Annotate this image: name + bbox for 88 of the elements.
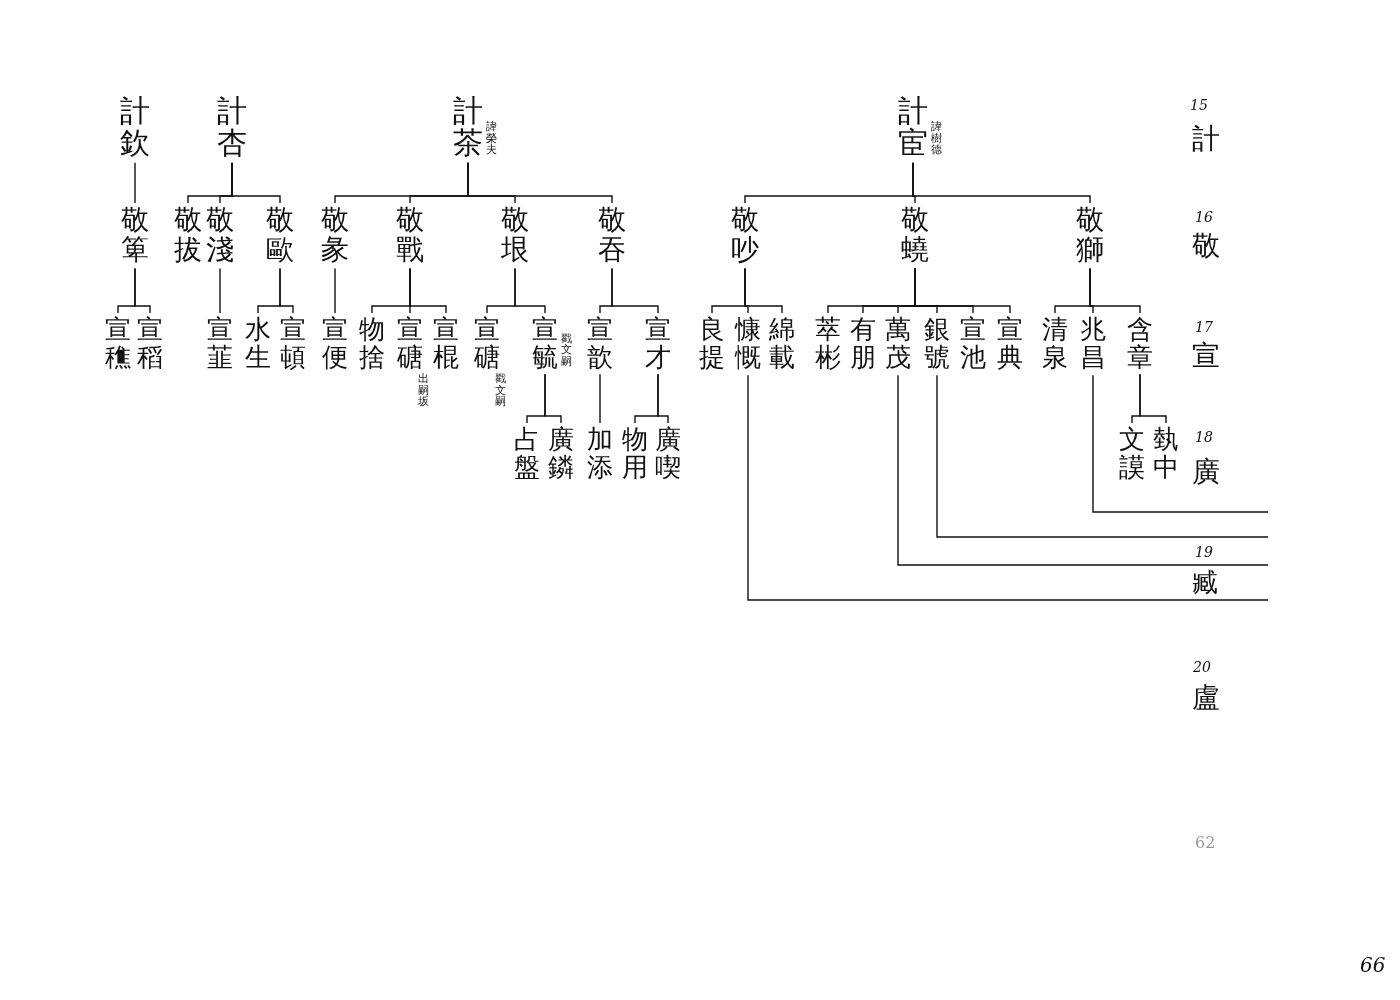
name-text: 敬垠 xyxy=(501,205,529,266)
generation-number: 19 xyxy=(1195,545,1213,559)
page-number: 66 xyxy=(1360,955,1386,975)
generation-number: 20 xyxy=(1193,660,1211,674)
generation-number: 17 xyxy=(1195,320,1213,334)
name-text: 宣稻 xyxy=(137,315,163,372)
connector-line xyxy=(657,373,669,424)
name-text: 宣棍 xyxy=(433,315,459,372)
name-text: 敬吵 xyxy=(731,205,759,266)
name-text: 敬箄 xyxy=(121,205,149,266)
name-text: 宣磄 xyxy=(474,315,500,372)
name-text: 含章 xyxy=(1127,315,1153,372)
name-text: 宣韮 xyxy=(207,315,233,372)
name-text: 水生 xyxy=(245,315,271,372)
generation-character: 臧 xyxy=(1192,569,1218,595)
name-text: 宣便 xyxy=(322,315,348,372)
name-text: 敬戰 xyxy=(396,205,424,266)
connector-line xyxy=(744,267,783,314)
generation-character: 敬 xyxy=(1192,232,1220,260)
connector-line xyxy=(912,162,1091,204)
name-text: 敬拔 xyxy=(174,205,202,266)
name-text: 宣池 xyxy=(960,315,986,372)
name-text: 廣鏻 xyxy=(548,425,574,482)
name-text: 萬茂 xyxy=(885,315,911,372)
name-text: 宣典 xyxy=(997,315,1023,372)
connector-line xyxy=(936,374,1269,538)
connector-line xyxy=(1092,374,1269,513)
note-text: 戳文嗣 xyxy=(495,373,506,408)
note-text: 戳文嗣 xyxy=(561,332,572,368)
name-text: 宣毓 xyxy=(532,315,558,372)
connector-line xyxy=(747,374,1269,601)
connector-line xyxy=(611,267,659,314)
name-text: 文謨 xyxy=(1119,425,1145,482)
connector-line xyxy=(334,267,336,314)
name-text: 敬獅 xyxy=(1076,205,1104,266)
name-text: 物用 xyxy=(622,425,648,482)
connector-line xyxy=(409,267,447,314)
connector-line xyxy=(231,162,281,204)
name-text: 敬蟯 xyxy=(901,205,929,266)
name-text: 宣才 xyxy=(645,315,671,372)
name-text: 占盤 xyxy=(514,425,540,482)
name-text: 兆昌 xyxy=(1080,315,1106,372)
name-text: 加添 xyxy=(587,425,613,482)
name-text: 敬歐 xyxy=(266,205,294,266)
name-text: 敬吞 xyxy=(598,205,626,266)
note-text: 諱榮夫 xyxy=(486,121,497,156)
name-text: 綿載 xyxy=(769,315,795,372)
name-text: 計杏 xyxy=(217,95,247,160)
name-text: 計宦 xyxy=(898,95,928,160)
name-text: 清泉 xyxy=(1042,315,1068,372)
name-text: 埶中 xyxy=(1153,425,1179,482)
generation-character: 盧 xyxy=(1192,684,1220,712)
name-text: 萃彬 xyxy=(815,315,841,372)
name-text: 廣喫 xyxy=(655,425,681,482)
generation-character: 宣 xyxy=(1192,342,1220,370)
connector-line xyxy=(544,373,562,424)
name-text: 有朋 xyxy=(850,315,876,372)
name-text: 計茶 xyxy=(453,95,483,160)
generation-character: 廣 xyxy=(1192,458,1220,486)
connector-line xyxy=(914,267,1011,314)
name-text: 敬彖 xyxy=(321,205,349,266)
connector-line xyxy=(134,267,151,314)
name-text: 宣穛 xyxy=(105,315,131,372)
connector-line xyxy=(279,267,294,314)
generation-character: 計 xyxy=(1192,125,1220,153)
connector-line xyxy=(897,374,1269,566)
connector-line xyxy=(514,267,546,314)
name-text: 銀號 xyxy=(924,315,950,372)
name-text: 宣磄 xyxy=(397,315,423,372)
connector-line xyxy=(219,267,221,314)
pencil-note: 62 xyxy=(1195,835,1216,851)
generation-number: 16 xyxy=(1195,210,1213,224)
connector-line xyxy=(134,162,136,204)
generation-number: 15 xyxy=(1190,98,1208,112)
name-text: 宣歆 xyxy=(587,315,613,372)
name-text: 物捨 xyxy=(359,315,385,372)
connector-line xyxy=(467,162,613,204)
connector-line xyxy=(599,373,601,424)
name-text: 敬淺 xyxy=(206,205,234,266)
name-text: 慷慨 xyxy=(735,315,761,372)
name-text: 宣頓 xyxy=(280,315,306,372)
note-text: 諱樹德 xyxy=(931,121,942,156)
connector-line xyxy=(1139,373,1167,424)
connector-line xyxy=(1089,267,1141,314)
name-text: 計欽 xyxy=(120,95,150,160)
note-text: 出嗣坂 xyxy=(418,373,429,408)
generation-number: 18 xyxy=(1195,430,1213,444)
name-text: 良提 xyxy=(699,315,725,372)
